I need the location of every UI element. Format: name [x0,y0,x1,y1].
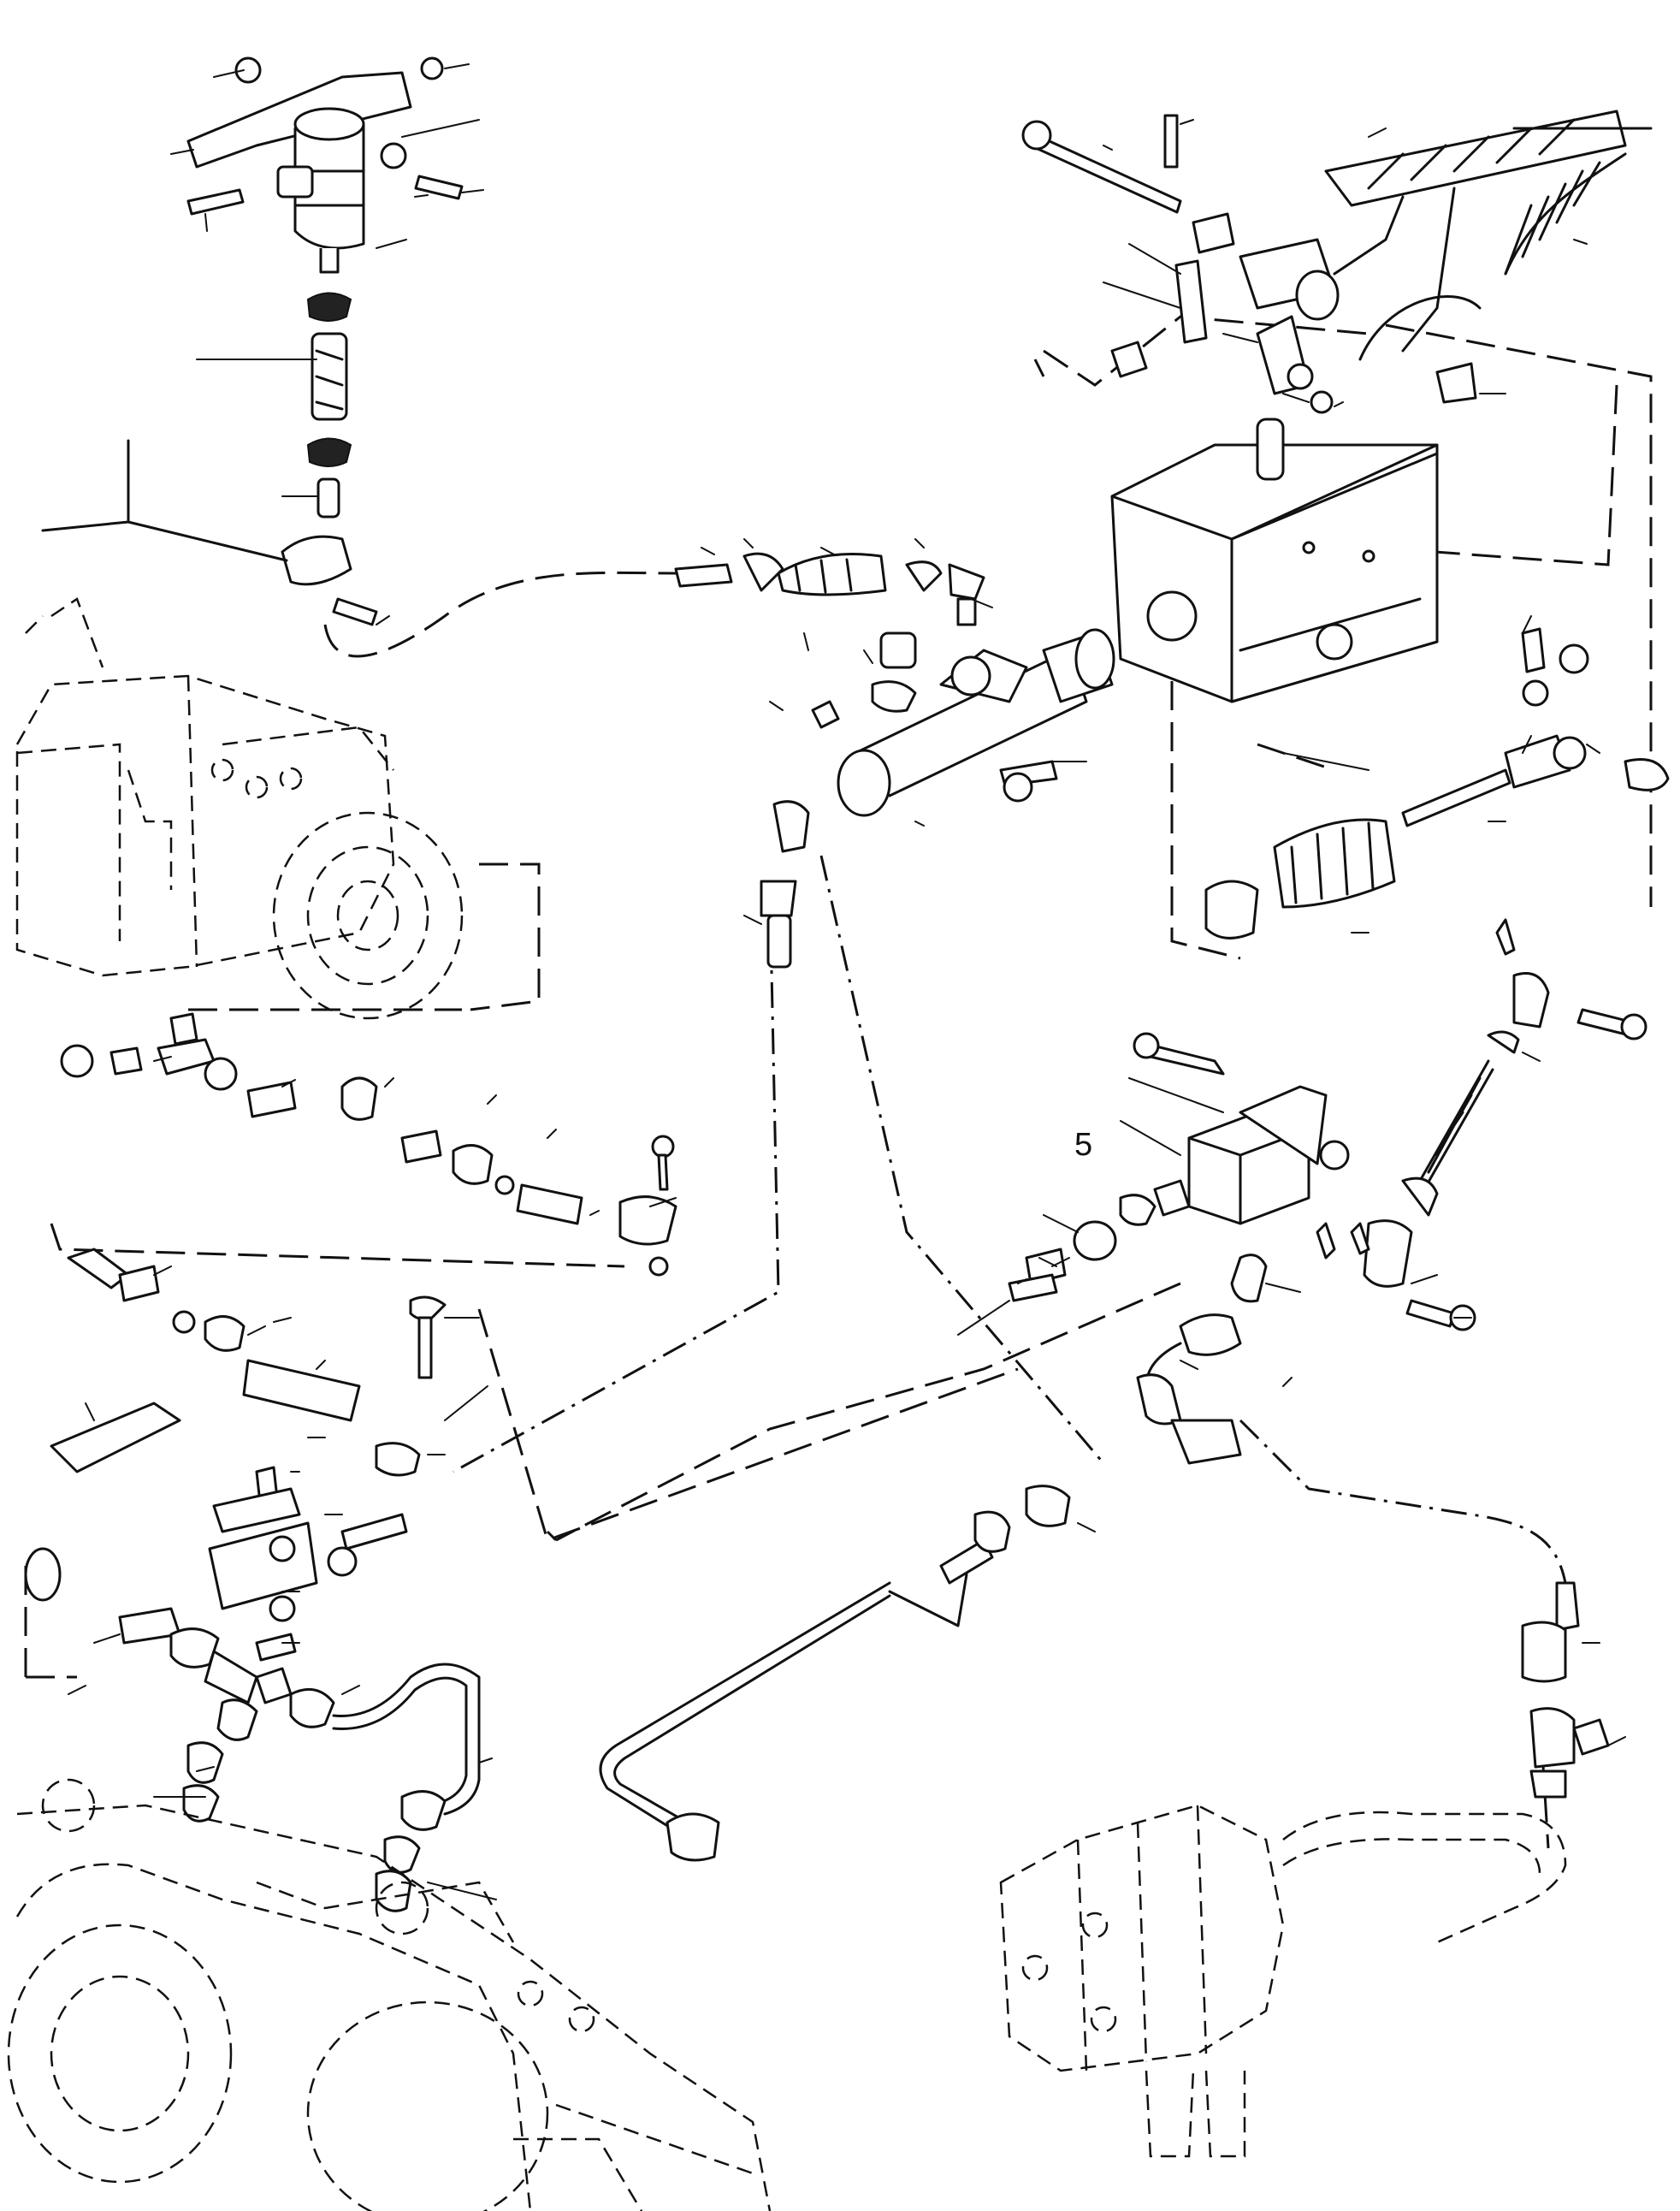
left-fittings-and-lines [60,1012,677,1277]
pressure-switch-assembly [1008,1032,1350,1302]
transmission-outline-lower-left [7,1778,772,2211]
control-valve-outline-lower-right [999,1804,1567,2158]
lower-left-clamps [24,1248,447,1662]
clevis-spring-assembly [1316,918,1647,1331]
leader-lines [68,63,1626,1900]
fluid-reservoir-assembly [41,56,464,626]
callout-item-5: 5 [1074,1127,1092,1163]
pushrod-boot-assembly [1204,627,1670,940]
pedal-mounting-bracket [1110,418,1439,703]
center-brake-pipe [599,1485,1071,1862]
lower-left-tee-lines [118,1607,481,1912]
right-brake-line [1136,1254,1610,1799]
master-cylinder [674,552,1115,969]
brake-pedal-assembly [1021,110,1653,414]
engine-outline-upper-left [15,597,464,1020]
